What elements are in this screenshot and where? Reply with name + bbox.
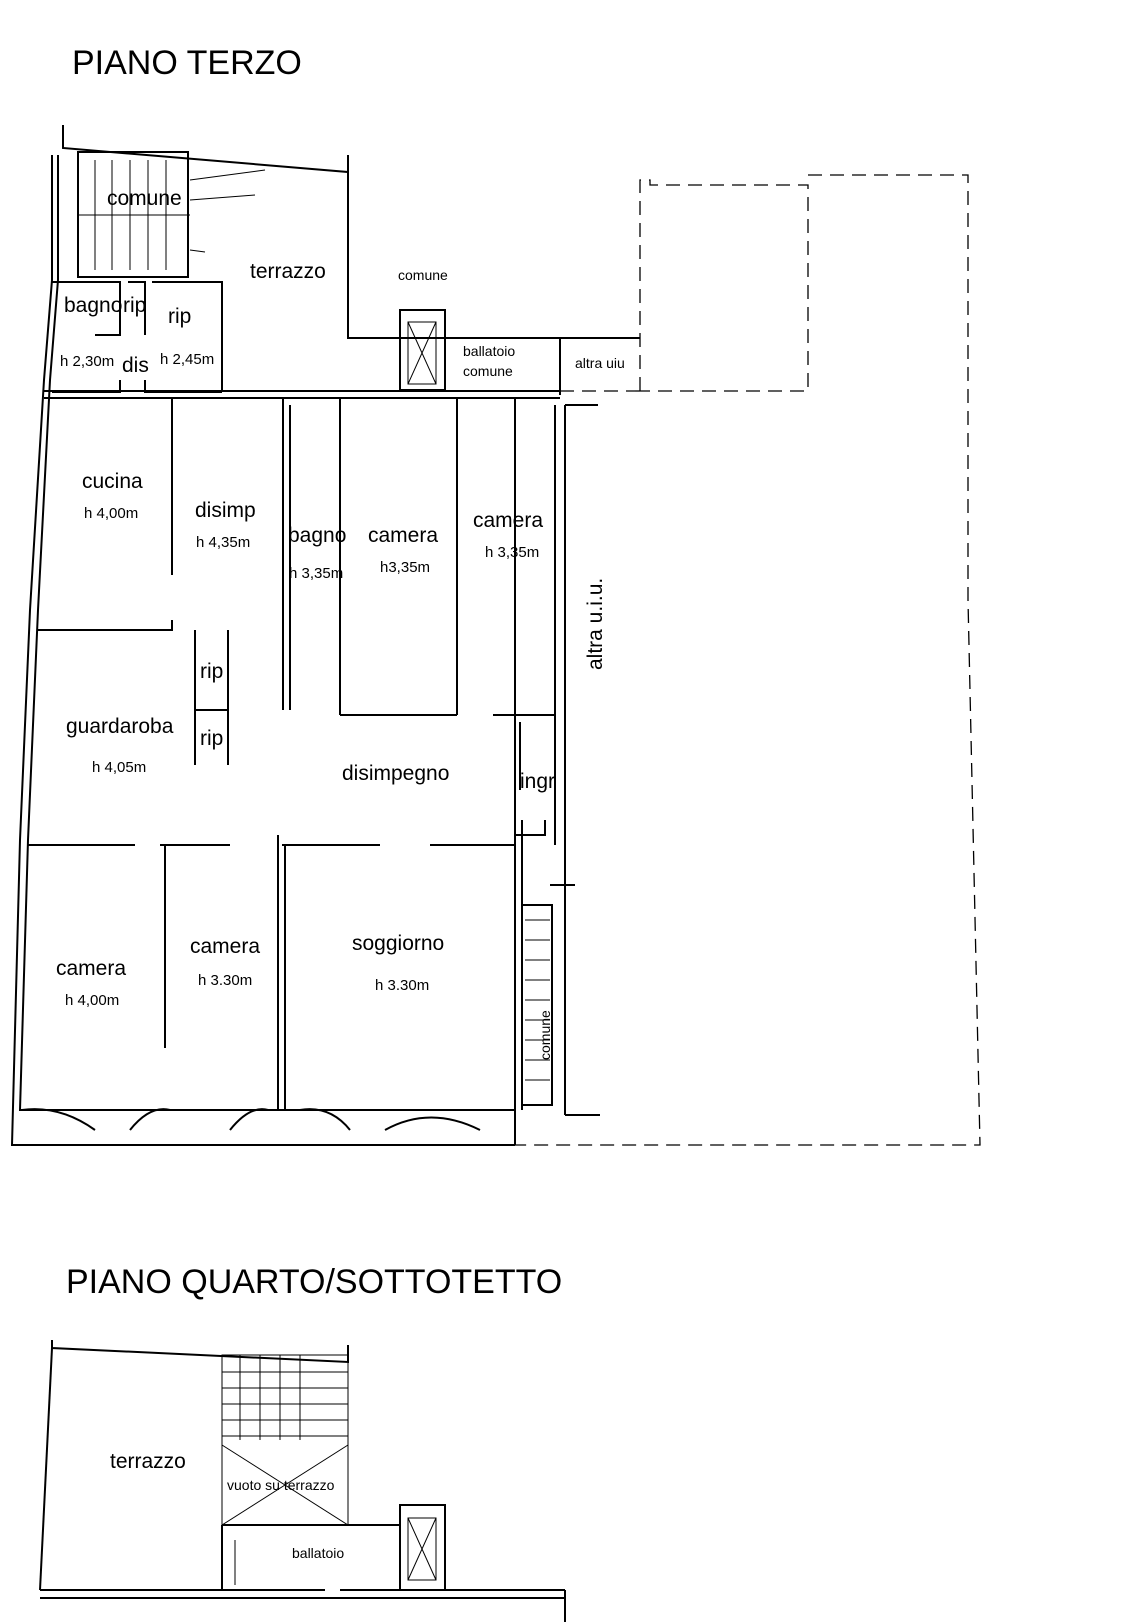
- label-h-bagno: h 3,35m: [289, 565, 343, 582]
- label-cucina: cucina: [82, 470, 143, 493]
- fourth-north-parapet: [51, 1340, 349, 1364]
- void-area: [221, 1354, 349, 1526]
- label-fourth-ballatoio: ballatoio: [292, 1545, 344, 1561]
- label-h-camera-1: h3,35m: [380, 559, 430, 576]
- west-exterior-wall-inner: [18, 155, 515, 1111]
- fourth-lift-shaft: [399, 1504, 446, 1591]
- label-bagno-small: bagno: [64, 294, 122, 317]
- west-exterior-wall: [10, 155, 515, 1146]
- south-windows: [21, 1108, 481, 1131]
- void-stair-treads: [221, 1355, 349, 1526]
- label-bagno: bagno: [288, 524, 346, 547]
- fourth-floor-title: PIANO QUARTO/SOTTOTETTO: [66, 1263, 562, 1301]
- wall-rip-b: [152, 281, 223, 392]
- label-terrazzo: terrazzo: [250, 260, 326, 283]
- wall-cucina-south: [38, 620, 173, 631]
- label-rip-a: rip: [123, 294, 146, 317]
- label-h-camera-2: h 3,35m: [485, 544, 539, 561]
- wall-rip-a: [128, 281, 146, 335]
- label-comune-vertical: comune: [537, 1010, 553, 1060]
- label-guardaroba: guardaroba: [66, 715, 174, 738]
- label-h-cucina: h 4,00m: [84, 505, 138, 522]
- label-rip-c: rip: [200, 660, 223, 683]
- east-common-stairs: [521, 904, 553, 1106]
- label-comune-stairs: comune: [107, 187, 182, 210]
- label-vuoto: vuoto su terrazzo: [227, 1477, 335, 1493]
- north-parapet: [62, 125, 349, 174]
- lift-shaft: [399, 309, 446, 391]
- label-camera-1: camera: [368, 524, 438, 547]
- label-h-soggiorno: h 3.30m: [375, 977, 429, 994]
- fourth-west-wall: [39, 1347, 53, 1591]
- third-floor-plan: comune terrazzo comune bagno rip rip h 2…: [10, 125, 981, 1146]
- label-camera-4: camera: [190, 935, 260, 958]
- label-rip-d: rip: [200, 727, 223, 750]
- label-camera-3: camera: [56, 957, 126, 980]
- label-h-rip-b: h 2,45m: [160, 351, 214, 368]
- other-unit-outline: [515, 174, 981, 1146]
- label-ballatoio-comune: comune: [463, 363, 513, 379]
- stair-treads: [78, 160, 266, 270]
- label-fourth-terrazzo: terrazzo: [110, 1450, 186, 1473]
- east-stair-treads: [525, 919, 550, 1081]
- terrace-edge: [347, 155, 561, 395]
- label-ballatoio: ballatoio: [463, 343, 515, 359]
- label-altra-uiu: altra uiu: [575, 355, 625, 371]
- label-h-guardaroba: h 4,05m: [92, 759, 146, 776]
- wall-ingr-south: [514, 805, 546, 836]
- label-altra-uiu-vertical: altra u.i.u.: [584, 578, 607, 670]
- label-rip-b: rip: [168, 305, 191, 328]
- label-disimpegno: disimpegno: [342, 762, 449, 785]
- label-h-disimp: h 4,35m: [196, 534, 250, 551]
- label-dis: dis: [122, 354, 149, 377]
- label-camera-2: camera: [473, 509, 543, 532]
- lift-cross: [407, 321, 437, 385]
- wall-dis-east: [144, 380, 222, 393]
- label-ingr: ingr: [520, 770, 555, 793]
- label-h-camera-4: h 3.30m: [198, 972, 252, 989]
- third-floor-title: PIANO TERZO: [72, 44, 302, 82]
- wall-bagno-small: [52, 281, 121, 336]
- fourth-floor-plan: terrazzo vuoto su terrazzo ballatoio: [39, 1340, 566, 1622]
- wall-dis-west: [52, 380, 121, 393]
- label-disimp: disimp: [195, 499, 256, 522]
- fourth-lift-cross: [407, 1517, 437, 1581]
- label-h-camera-3: h 4,00m: [65, 992, 119, 1009]
- label-h-bagno-small: h 2,30m: [60, 353, 114, 370]
- label-comune-lift: comune: [398, 267, 448, 283]
- label-soggiorno: soggiorno: [352, 932, 444, 955]
